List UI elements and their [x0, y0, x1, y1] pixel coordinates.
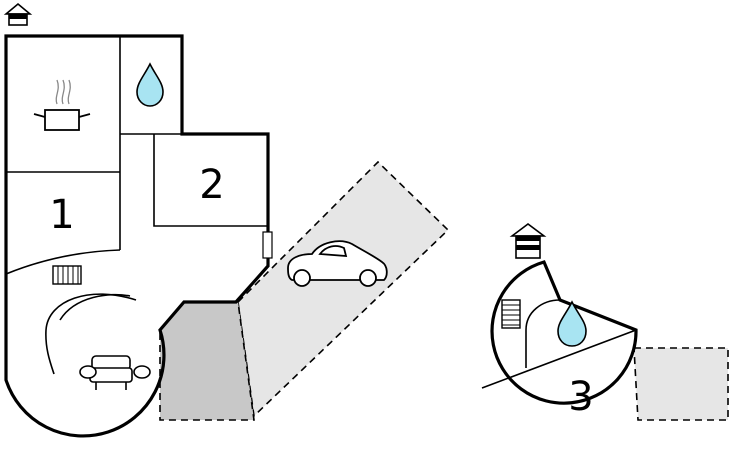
- door-marker: [262, 231, 273, 259]
- main-building-walls: [4, 34, 270, 438]
- fireplace-icon: [45, 293, 137, 375]
- annex-patio-area: [633, 347, 729, 421]
- room2-walls: [153, 134, 268, 227]
- radiator-icon: [501, 299, 521, 329]
- car-icon: [287, 240, 388, 287]
- annex-walls: [490, 260, 638, 405]
- room-2-label: 2: [199, 162, 224, 208]
- room1-curve-wall: [5, 249, 121, 275]
- water-drop-icon: [136, 62, 164, 107]
- annex-inner-walls: [481, 299, 637, 389]
- radiator-icon: [52, 265, 82, 285]
- cooking-pot-icon: [33, 79, 91, 131]
- room-1-label: 1: [49, 192, 74, 238]
- room-3-label: 3: [568, 374, 593, 420]
- terrace-area: [159, 301, 255, 421]
- house-icon: [3, 2, 33, 26]
- parking-area: [237, 160, 450, 418]
- sofa-icon: [79, 355, 151, 390]
- house-icon: [509, 223, 547, 259]
- water-drop-icon: [557, 300, 587, 347]
